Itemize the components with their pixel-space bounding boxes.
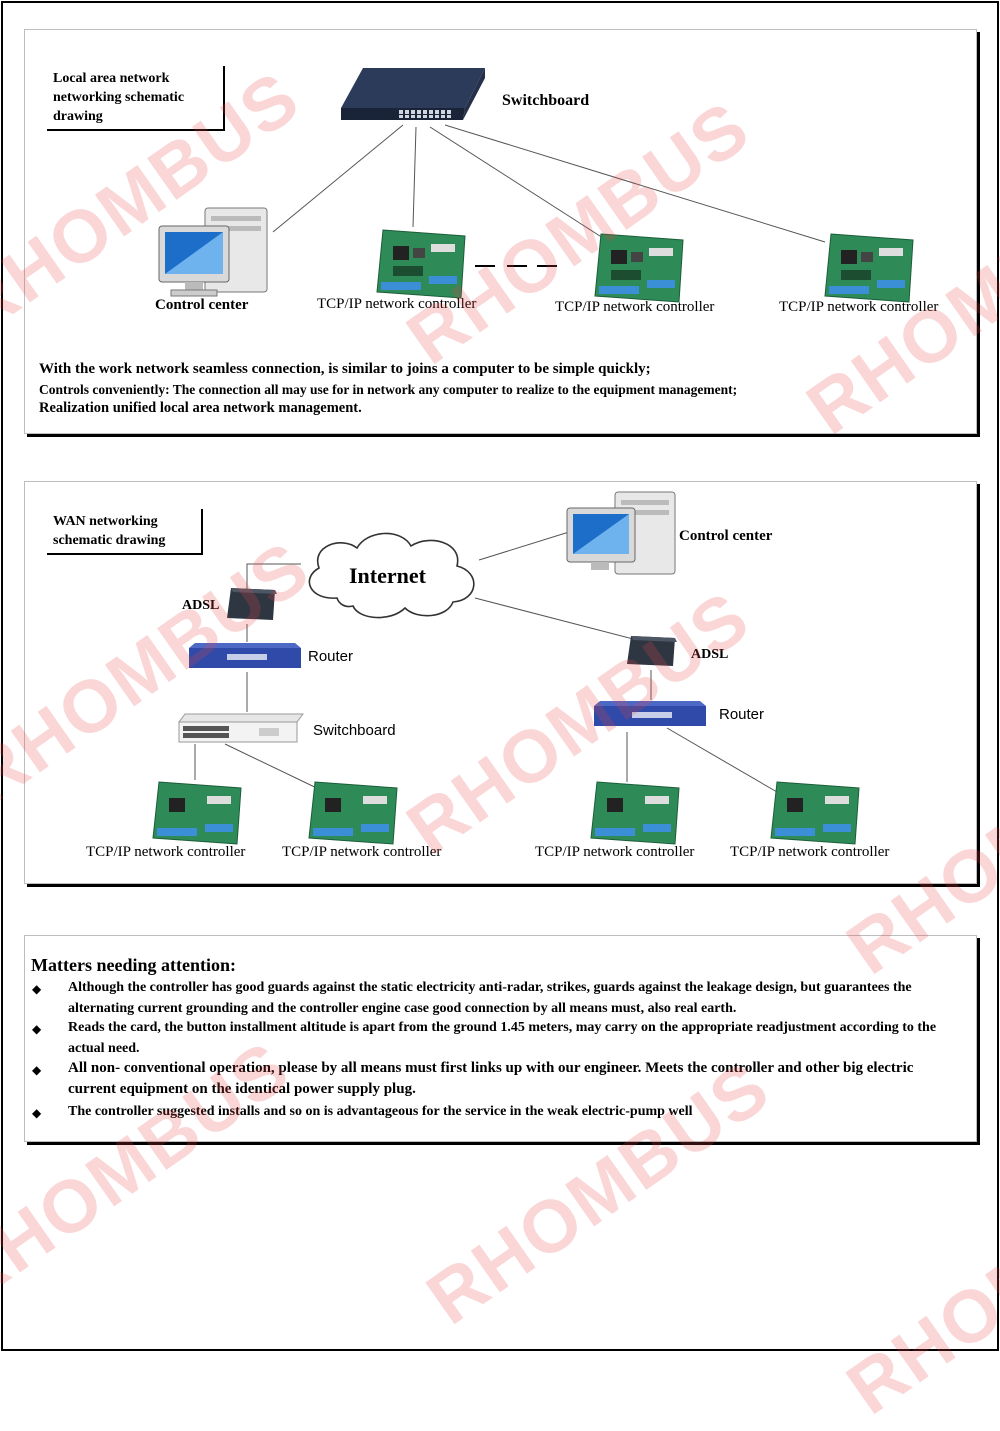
lan-note-1: With the work network seamless connectio… — [39, 361, 651, 377]
lan-title-text: Local area network networking schematic … — [53, 71, 185, 124]
controller-board-icon — [770, 781, 860, 845]
switch-icon — [178, 713, 304, 743]
router-left-label: Router — [308, 648, 354, 665]
router-right-label: Router — [719, 706, 765, 723]
router-icon — [189, 643, 301, 668]
attention-item-4: The controller suggested installs and so… — [68, 1104, 693, 1119]
bullet-icon: ◆ — [32, 982, 42, 996]
wan-controller-label-2: TCP/IP network controller — [282, 844, 442, 860]
lan-controller-label-1: TCP/IP network controller — [317, 296, 477, 312]
controller-board-icon — [308, 781, 398, 845]
attention-item-3: All non- conventional operation, please … — [68, 1060, 914, 1097]
wan-controller-label-4: TCP/IP network controller — [730, 844, 890, 860]
wan-controller-label-1: TCP/IP network controller — [86, 844, 246, 860]
lan-title-tag: Local area network networking schematic … — [47, 66, 225, 131]
controller-board-icon — [376, 229, 466, 299]
computer-icon — [158, 207, 268, 297]
bullet-icon: ◆ — [32, 1063, 42, 1077]
wan-controller-label-3: TCP/IP network controller — [535, 844, 695, 860]
controller-board-icon — [590, 781, 680, 845]
lan-note-2: Controls conveniently: The connection al… — [39, 382, 738, 397]
lan-connection-lines — [272, 124, 826, 267]
attention-item-1: Although the controller has good guards … — [68, 980, 912, 1016]
router-icon — [594, 701, 706, 726]
lan-controller-label-3: TCP/IP network controller — [779, 299, 939, 315]
controller-board-icon — [594, 233, 684, 303]
attention-title: Matters needing attention: — [31, 955, 236, 975]
wan-panel: WAN networking schematic drawing Interne… — [24, 481, 977, 884]
page-frame — [1, 1, 999, 1351]
attention-panel — [24, 935, 977, 1142]
adsl-right-label: ADSL — [691, 647, 729, 662]
internet-cloud-icon — [308, 532, 475, 619]
controller-board-icon — [824, 233, 914, 303]
bullet-icon: ◆ — [32, 1106, 42, 1120]
switch-icon — [341, 68, 485, 120]
lan-switchboard-label: Switchboard — [502, 92, 590, 109]
wan-title-tag: WAN networking schematic drawing — [47, 509, 203, 555]
lan-panel: Local area network networking schematic … — [24, 29, 977, 434]
adsl-modem-icon — [227, 588, 277, 620]
wan-control-center-label: Control center — [679, 528, 773, 544]
lan-control-center-label: Control center — [155, 297, 249, 313]
switchboard-label: Switchboard — [313, 722, 396, 739]
lan-note-3: Realization unified local area network m… — [39, 400, 362, 416]
controller-board-icon — [152, 781, 242, 845]
adsl-left-label: ADSL — [182, 598, 220, 613]
attention-item-2: Reads the card, the button installment a… — [68, 1020, 937, 1056]
internet-label: Internet — [349, 563, 426, 588]
wan-connection-lines — [194, 531, 778, 793]
bullet-icon: ◆ — [32, 1022, 42, 1036]
adsl-modem-icon — [627, 636, 677, 666]
computer-icon — [566, 491, 676, 575]
wan-title-text: WAN networking schematic drawing — [53, 514, 166, 548]
lan-controller-label-2: TCP/IP network controller — [555, 299, 715, 315]
